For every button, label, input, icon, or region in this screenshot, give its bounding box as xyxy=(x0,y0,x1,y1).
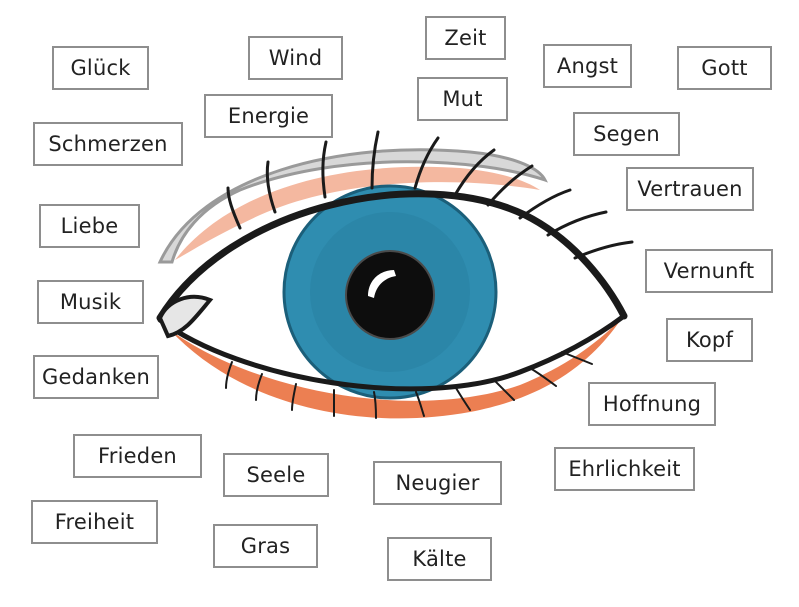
word-box-4: Gott xyxy=(677,46,772,90)
word-box-16: Frieden xyxy=(73,434,202,478)
word-box-14: Gedanken xyxy=(33,355,159,399)
word-box-3: Angst xyxy=(543,44,632,88)
word-box-6: Mut xyxy=(417,77,508,121)
upper-lid-line xyxy=(156,190,628,322)
word-box-13: Kopf xyxy=(666,318,753,362)
word-box-22: Kälte xyxy=(387,537,492,581)
upper-lid-shadow xyxy=(175,166,540,260)
word-box-12: Musik xyxy=(37,280,144,324)
word-box-2: Zeit xyxy=(425,16,506,60)
brow-shade xyxy=(157,148,548,264)
word-box-18: Neugier xyxy=(373,461,502,505)
word-box-9: Vertrauen xyxy=(626,167,754,211)
word-box-19: Ehrlichkeit xyxy=(554,447,695,491)
word-box-10: Liebe xyxy=(39,204,140,248)
word-box-1: Wind xyxy=(248,36,343,80)
pupil xyxy=(345,250,435,340)
upper-lashes xyxy=(226,130,634,260)
word-box-5: Energie xyxy=(204,94,333,138)
word-box-7: Schmerzen xyxy=(33,122,183,166)
lower-lashes xyxy=(225,351,593,419)
lower-lid-band xyxy=(170,318,622,419)
word-box-11: Vernunft xyxy=(645,249,773,293)
inner-corner xyxy=(157,294,214,339)
pupil-highlight xyxy=(368,270,396,298)
word-box-20: Freiheit xyxy=(31,500,158,544)
word-box-15: Hoffnung xyxy=(588,382,716,426)
word-box-21: Gras xyxy=(213,524,318,568)
word-box-8: Segen xyxy=(573,112,680,156)
word-box-17: Seele xyxy=(223,453,329,497)
word-box-0: Glück xyxy=(52,46,149,90)
lower-lid-line xyxy=(157,313,627,392)
